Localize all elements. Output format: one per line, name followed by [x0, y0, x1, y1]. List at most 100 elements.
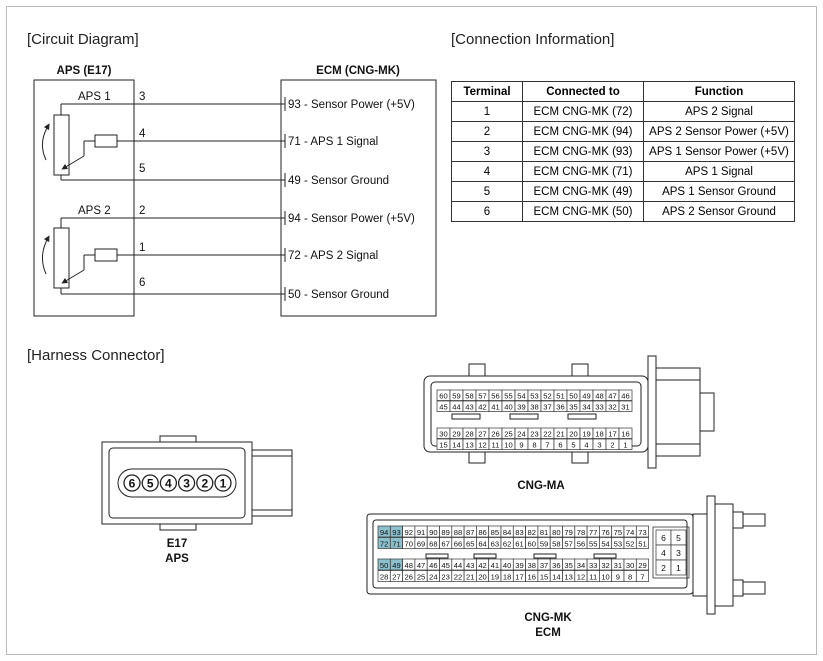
cng-mk-side-pin-label: 6 [661, 533, 666, 543]
cng-mk-pin-label: 55 [589, 539, 597, 548]
cng-mk-pin-label: 93 [392, 528, 400, 537]
cng-mk-pin-label: 29 [638, 561, 646, 570]
cng-ma-pin-label: 36 [556, 402, 564, 411]
cng-ma-pin-label: 35 [569, 402, 577, 411]
aps2-arrow-icon [42, 235, 50, 275]
cng-ma-pin-label: 37 [543, 402, 551, 411]
cng-mk-pin-label: 42 [478, 561, 486, 570]
e17-label: E17 [167, 538, 187, 550]
e17-pin-2 [196, 474, 214, 492]
cng-mk-pin-label: 24 [429, 572, 437, 581]
cng-ma-pin-label: 32 [608, 402, 616, 411]
cng-ma-pin-label: 58 [465, 391, 473, 400]
cng-mk-pin-label: 89 [441, 528, 449, 537]
cng-ma-pin-label: 14 [452, 440, 460, 449]
cng-ma-pin-46 [618, 389, 633, 401]
cng-ma-pin-label: 40 [504, 402, 512, 411]
cng-mk-pin-label: 18 [503, 572, 511, 581]
cng-ma-pin-label: 3 [597, 440, 601, 449]
cng-ma-pin-label: 39 [517, 402, 525, 411]
cng-ma-pin-label: 55 [504, 391, 512, 400]
cng-mk-pin-73 [635, 525, 649, 538]
cng-ma-pin-label: 8 [532, 440, 536, 449]
circuit-diagram-title: [Circuit Diagram] [27, 31, 139, 48]
cng-mk-pin-label: 27 [392, 572, 400, 581]
cng-ma-pin-label: 57 [478, 391, 486, 400]
e17-pin-label: 1 [220, 477, 227, 491]
cng-ma-pin-label: 18 [595, 429, 603, 438]
cng-ma-pin-label: 5 [571, 440, 575, 449]
cng-ma-pin-label: 6 [558, 440, 562, 449]
aps-connector-label: APS [165, 553, 189, 565]
cng-mk-pin-label: 8 [628, 572, 632, 581]
cng-mk-pin-label: 57 [564, 539, 572, 548]
cng-mk-pin-label: 15 [540, 572, 548, 581]
cng-mk-pin-label: 31 [614, 561, 622, 570]
cng-ma-pin-label: 17 [608, 429, 616, 438]
cng-mk-pin-label: 14 [552, 572, 560, 581]
cng-mk-pin-label: 90 [429, 528, 437, 537]
e17-pin-label: 3 [183, 477, 190, 491]
cng-mk-pin-label: 84 [503, 528, 511, 537]
aps1-arrow-icon [42, 123, 50, 161]
cng-ma-pin-label: 56 [491, 391, 499, 400]
cng-mk-pin-label: 78 [577, 528, 585, 537]
cng-mk-pin-label: 43 [466, 561, 474, 570]
cng-mk-pin-label: 33 [589, 561, 597, 570]
ecm-line-6: 50 - Sensor Ground [288, 289, 389, 301]
aps1-resistor [94, 134, 118, 148]
cng-mk-pin-label: 92 [405, 528, 413, 537]
cng-ma-pin-label: 13 [465, 440, 473, 449]
ecm-box [280, 79, 437, 317]
cng-mk-side-pin-label: 4 [661, 548, 666, 558]
cng-ma-pin-label: 16 [621, 429, 629, 438]
cng-mk-pin-label: 41 [491, 561, 499, 570]
cng-mk-pin-label: 76 [601, 528, 609, 537]
terminal-cell: 4 [451, 161, 523, 182]
cng-ma-pin-label: 23 [530, 429, 538, 438]
cng-ma-pin-label: 9 [519, 440, 523, 449]
cng-ma-pin-label: 52 [543, 391, 551, 400]
cng-mk-pin-label: 83 [515, 528, 523, 537]
cng-mk-pin-label: 34 [577, 561, 585, 570]
cng-ma-pin-label: 27 [478, 429, 486, 438]
cng-mk-side-pin-label: 1 [676, 563, 681, 573]
cng-mk-side-pin-1 [670, 559, 687, 576]
cng-mk-pin-label: 7 [640, 572, 644, 581]
cng-mk-pin-label: 65 [466, 539, 474, 548]
cng-ma-pin-label: 31 [621, 402, 629, 411]
cng-mk-pin-label: 9 [616, 572, 620, 581]
terminal-cell: 5 [451, 181, 523, 202]
e17-pin-3 [177, 474, 196, 492]
cng-mk-pin-label: 94 [380, 528, 388, 537]
header-connected-to: Connected to [522, 81, 644, 102]
terminal-cell: 1 [451, 101, 523, 122]
aps-pin-5: 5 [139, 163, 145, 175]
e17-pin-label: 5 [147, 477, 154, 491]
cng-mk-side-pin-label: 5 [676, 533, 681, 543]
cng-mk-pin-label: 88 [454, 528, 462, 537]
cng-ma-pin-label: 41 [491, 402, 499, 411]
cng-mk-pin-label: 21 [466, 572, 474, 581]
cng-mk-pin-label: 61 [515, 539, 523, 548]
cng-mk-pin-label: 82 [528, 528, 536, 537]
cng-mk-pin-label: 79 [564, 528, 572, 537]
ecm-line-1: 93 - Sensor Power (+5V) [288, 99, 415, 111]
cng-mk-pin-label: 72 [380, 539, 388, 548]
cng-mk-pin-label: 77 [589, 528, 597, 537]
cng-ma-pin-label: 33 [595, 402, 603, 411]
aps-pin-1: 1 [139, 242, 145, 254]
cng-ma-pin-label: 42 [478, 402, 486, 411]
connected-to-cell: ECM CNG-MK (50) [522, 201, 644, 222]
e17-pin-6 [123, 474, 141, 492]
cng-mk-pin-label: 69 [417, 539, 425, 548]
cng-ma-pin-label: 22 [543, 429, 551, 438]
header-function: Function [643, 81, 795, 102]
cng-mk-pin-label: 86 [478, 528, 486, 537]
ecm-line-2: 71 - APS 1 Signal [288, 136, 378, 148]
cng-mk-pin-label: 80 [552, 528, 560, 537]
